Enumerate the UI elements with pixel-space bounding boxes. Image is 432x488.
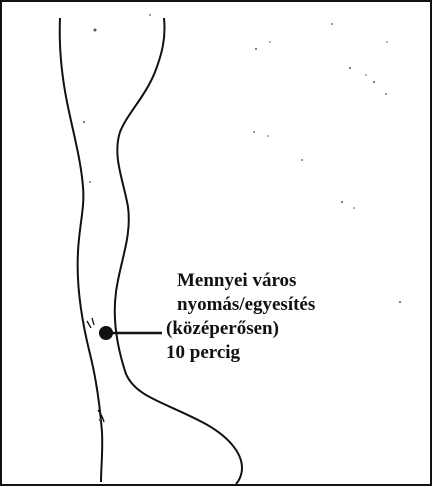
point-name-label: Mennyei város [177,269,296,293]
intensity-label: (középerősen) [166,317,279,341]
acupressure-point-marker [99,326,113,340]
background-specks [83,14,401,421]
technique-label: nyomás/egyesítés [177,293,315,317]
leg-front-outline [115,18,242,484]
duration-label: 10 percig [166,341,240,365]
leg-back-outline [60,18,103,482]
skin-tick-mark [87,318,94,328]
